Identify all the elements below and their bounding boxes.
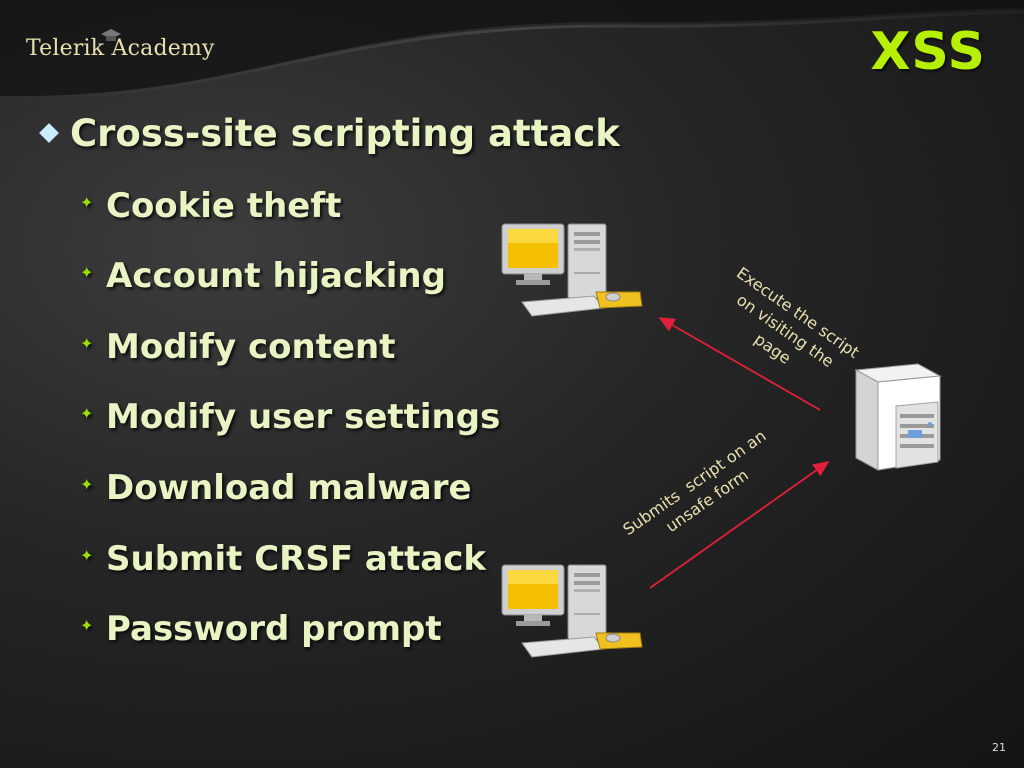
sub-bullet-text: Download malware — [106, 468, 472, 508]
attacker-computer-icon — [501, 564, 643, 658]
star-bullet-icon: ✦ — [80, 334, 94, 353]
sub-bullet: ✦ Modify content — [80, 327, 395, 367]
logo-text: Telerik Academy — [26, 36, 215, 61]
slide-title: XSS — [870, 22, 986, 82]
web-server-icon — [854, 363, 942, 471]
main-bullet-text: Cross-site scripting attack — [70, 112, 620, 155]
sub-bullet: ✦ Submit CRSF attack — [80, 539, 486, 579]
telerik-academy-logo: Telerik Academy — [26, 29, 215, 61]
star-bullet-icon: ✦ — [80, 475, 94, 494]
victim-computer-icon — [501, 223, 643, 317]
sub-bullet-text: Modify content — [106, 327, 396, 367]
star-bullet-icon: ✦ — [80, 263, 94, 282]
sub-bullet-text: Cookie theft — [106, 186, 342, 226]
sub-bullet-text: Modify user settings — [106, 397, 501, 437]
sub-bullet-text: Submit CRSF attack — [106, 539, 487, 579]
submit-arrow — [649, 460, 830, 589]
star-bullet-icon: ✦ — [80, 404, 94, 423]
sub-bullet: ✦ Account hijacking — [80, 256, 446, 296]
sub-bullet: ✦ Cookie theft — [80, 186, 341, 226]
main-bullet: Cross-site scripting attack — [38, 112, 620, 155]
sub-bullet-text: Account hijacking — [106, 256, 446, 296]
star-bullet-icon: ✦ — [80, 193, 94, 212]
sub-bullet: ✦ Password prompt — [80, 609, 442, 649]
graduation-cap-icon — [100, 28, 122, 44]
sub-bullet-text: Password prompt — [106, 609, 442, 649]
sub-bullet: ✦ Download malware — [80, 468, 472, 508]
star-bullet-icon: ✦ — [80, 616, 94, 635]
sub-bullet: ✦ Modify user settings — [80, 397, 500, 437]
star-bullet-icon: ✦ — [80, 546, 94, 565]
execute-arrow — [658, 317, 821, 411]
page-number: 21 — [992, 741, 1006, 754]
